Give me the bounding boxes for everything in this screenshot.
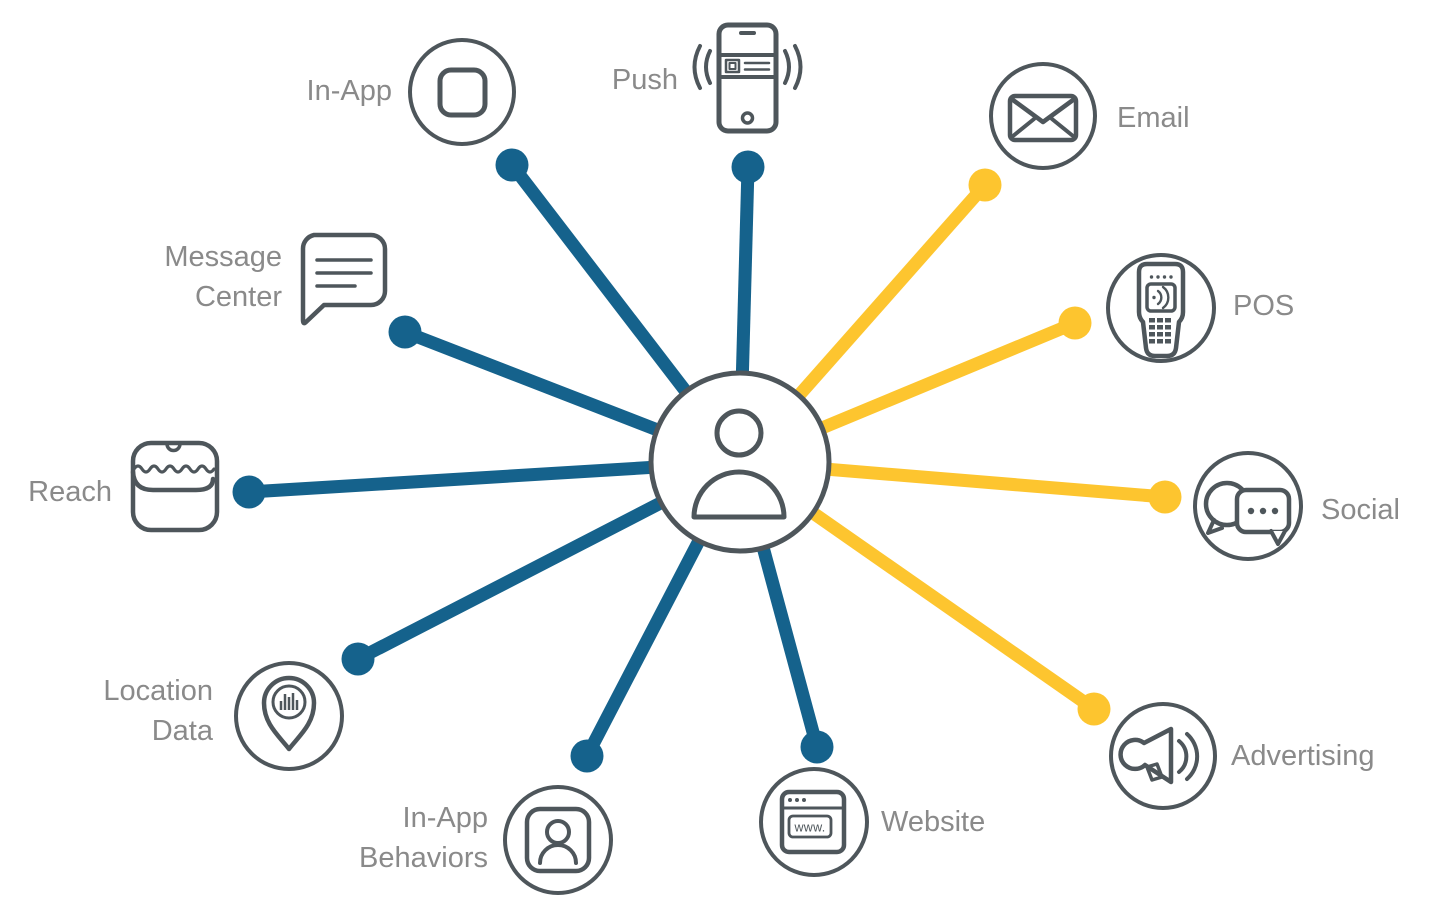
in-app-ring [408, 38, 516, 146]
email-ring [989, 62, 1097, 170]
in-app-icon [437, 67, 488, 118]
in-app-behaviors-node [503, 785, 613, 895]
person-icon [691, 408, 787, 520]
label-message-center: Message Center [164, 241, 282, 313]
spoke-dot-message-center [388, 315, 422, 349]
location-data-node [234, 661, 344, 771]
label-push: Push [611, 64, 678, 96]
spoke-dot-pos [1058, 306, 1092, 340]
push-phone-icon [692, 22, 803, 134]
label-pos: POS [1233, 290, 1295, 322]
email-node [989, 62, 1097, 170]
advertising-megaphone-icon [1118, 726, 1200, 785]
website-browser-icon: www. [779, 789, 847, 855]
pos-node [1106, 253, 1216, 363]
spoke-dot-in-app [495, 148, 529, 182]
location-data-ring [234, 661, 344, 771]
center-ring [648, 370, 832, 554]
website-node: www. [759, 767, 869, 877]
spoke-dot-push [731, 150, 765, 184]
spoke-dot-website [800, 730, 834, 764]
spoke-dot-social [1148, 480, 1182, 514]
advertising-ring [1109, 702, 1217, 810]
social-chat-icon [1203, 480, 1292, 546]
reach-bag-icon [130, 440, 220, 533]
location-pin-icon [261, 675, 317, 752]
message-center-bubble-icon [300, 232, 388, 326]
email-envelope-icon [1007, 93, 1079, 143]
pos-terminal-icon [1136, 261, 1186, 359]
location-pin-bars [279, 693, 299, 710]
spoke-dot-in-app-behaviors [570, 739, 604, 773]
label-social: Social [1321, 494, 1400, 526]
in-app-node [408, 38, 516, 146]
spoke-dot-location-data [341, 642, 375, 676]
pos-ring [1106, 253, 1216, 363]
label-in-app: In-App [306, 75, 392, 107]
label-advertising: Advertising [1231, 740, 1375, 772]
label-in-app-behaviors: In-App Behaviors [359, 802, 488, 874]
spoke-dot-reach [232, 475, 266, 509]
social-node [1193, 451, 1303, 561]
label-website: Website [881, 806, 986, 838]
spoke-dot-advertising [1077, 692, 1111, 726]
in-app-behaviors-ring [503, 785, 613, 895]
pos-keypad [1149, 318, 1171, 344]
spoke-dot-email [968, 168, 1002, 202]
label-email: Email [1117, 102, 1190, 134]
website-icon-text: www. [793, 821, 825, 835]
label-reach: Reach [28, 476, 112, 508]
advertising-node [1109, 702, 1217, 810]
center-hub [648, 370, 832, 554]
in-app-behaviors-icon [524, 806, 592, 874]
label-location-data: Location Data [103, 675, 213, 747]
